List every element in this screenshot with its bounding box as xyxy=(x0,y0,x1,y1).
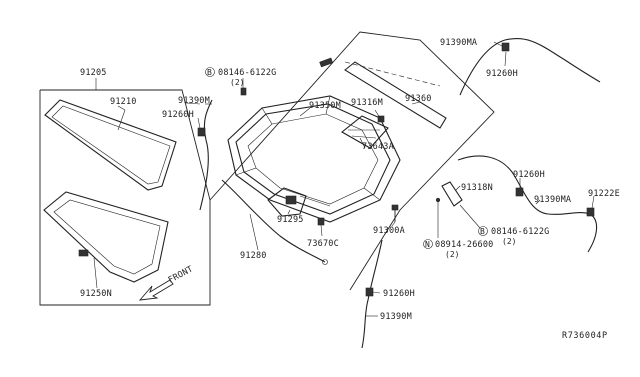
glass-panel xyxy=(44,99,177,191)
label-91260h-top: 91260H xyxy=(486,69,518,79)
label-91318n: 91318N xyxy=(461,183,493,193)
label-91260h-bottom: 91260H xyxy=(383,289,415,299)
clip-91222e xyxy=(586,207,595,217)
bracket-91318n xyxy=(435,181,463,207)
clip-91260h-bottom xyxy=(365,287,374,297)
nut-marker-letter: N xyxy=(425,240,430,249)
label-08146-left: 08146-6122G xyxy=(218,68,277,78)
label-91300a: 91300A xyxy=(373,226,405,236)
label-91222e: 91222E xyxy=(588,189,620,199)
label-91390m-bottom: 91390M xyxy=(380,312,412,322)
motor-bracket xyxy=(341,115,389,149)
drain-hose-right-rear xyxy=(457,155,598,253)
label-08914-qty: (2) xyxy=(445,250,459,259)
roof-outline-dash xyxy=(344,61,441,87)
label-91280: 91280 xyxy=(240,251,267,261)
clip-91260h-top xyxy=(501,42,510,52)
roof-outline xyxy=(209,31,495,291)
label-91295: 91295 xyxy=(277,215,304,225)
drain-hose-left-rear xyxy=(361,239,383,349)
label-73670c: 73670C xyxy=(307,239,339,249)
label-08146-left-qty: (2) xyxy=(230,78,244,87)
bolt-marker-right xyxy=(478,226,488,236)
reference-code: R736004P xyxy=(562,331,608,341)
label-08146-right: 08146-6122G xyxy=(491,227,550,237)
bolt-marker-left-letter: B xyxy=(207,68,212,77)
label-08914: 08914-26600 xyxy=(435,240,494,250)
label-91360: 91360 xyxy=(405,94,432,104)
front-label: FRONT xyxy=(167,264,195,285)
label-91260h-right: 91260H xyxy=(513,170,545,180)
clip-91260h-right xyxy=(515,187,524,197)
sunroof-frame xyxy=(227,57,401,223)
label-91210: 91210 xyxy=(110,97,137,107)
label-08146-right-qty: (2) xyxy=(502,237,516,246)
clip-91260h-left xyxy=(197,127,206,137)
label-91390ma-top: 91390MA xyxy=(440,38,477,48)
drain-hose-left-front xyxy=(199,99,213,211)
label-73643a: 73643A xyxy=(362,142,394,152)
label-91390ma-right: 91390MA xyxy=(534,195,571,205)
leader-lines xyxy=(117,41,595,317)
label-91316m: 91316M xyxy=(351,98,383,108)
label-91390m-left: 91390M xyxy=(178,96,210,106)
front-arrow: FRONT xyxy=(138,264,195,301)
drive-cable xyxy=(221,179,326,263)
part-labels: 91205 91210 91250N 91390M 91260H 08146-6… xyxy=(80,38,620,341)
label-91260h-left: 91260H xyxy=(162,110,194,120)
bolt-08146-left xyxy=(240,87,247,96)
motor-unit xyxy=(267,187,331,217)
glass-group-frame xyxy=(39,89,211,306)
bolt-marker-right-letter: B xyxy=(480,227,485,236)
drain-hose-right-front xyxy=(459,38,601,96)
wind-deflector xyxy=(344,61,447,129)
sunshade-frame xyxy=(43,191,169,289)
label-91350m: 91350M xyxy=(309,101,341,111)
label-91205: 91205 xyxy=(80,68,107,78)
clip-73670c xyxy=(317,217,325,226)
nut-marker xyxy=(423,239,433,249)
label-91250n: 91250N xyxy=(80,289,112,299)
bolt-marker-left xyxy=(205,67,215,77)
